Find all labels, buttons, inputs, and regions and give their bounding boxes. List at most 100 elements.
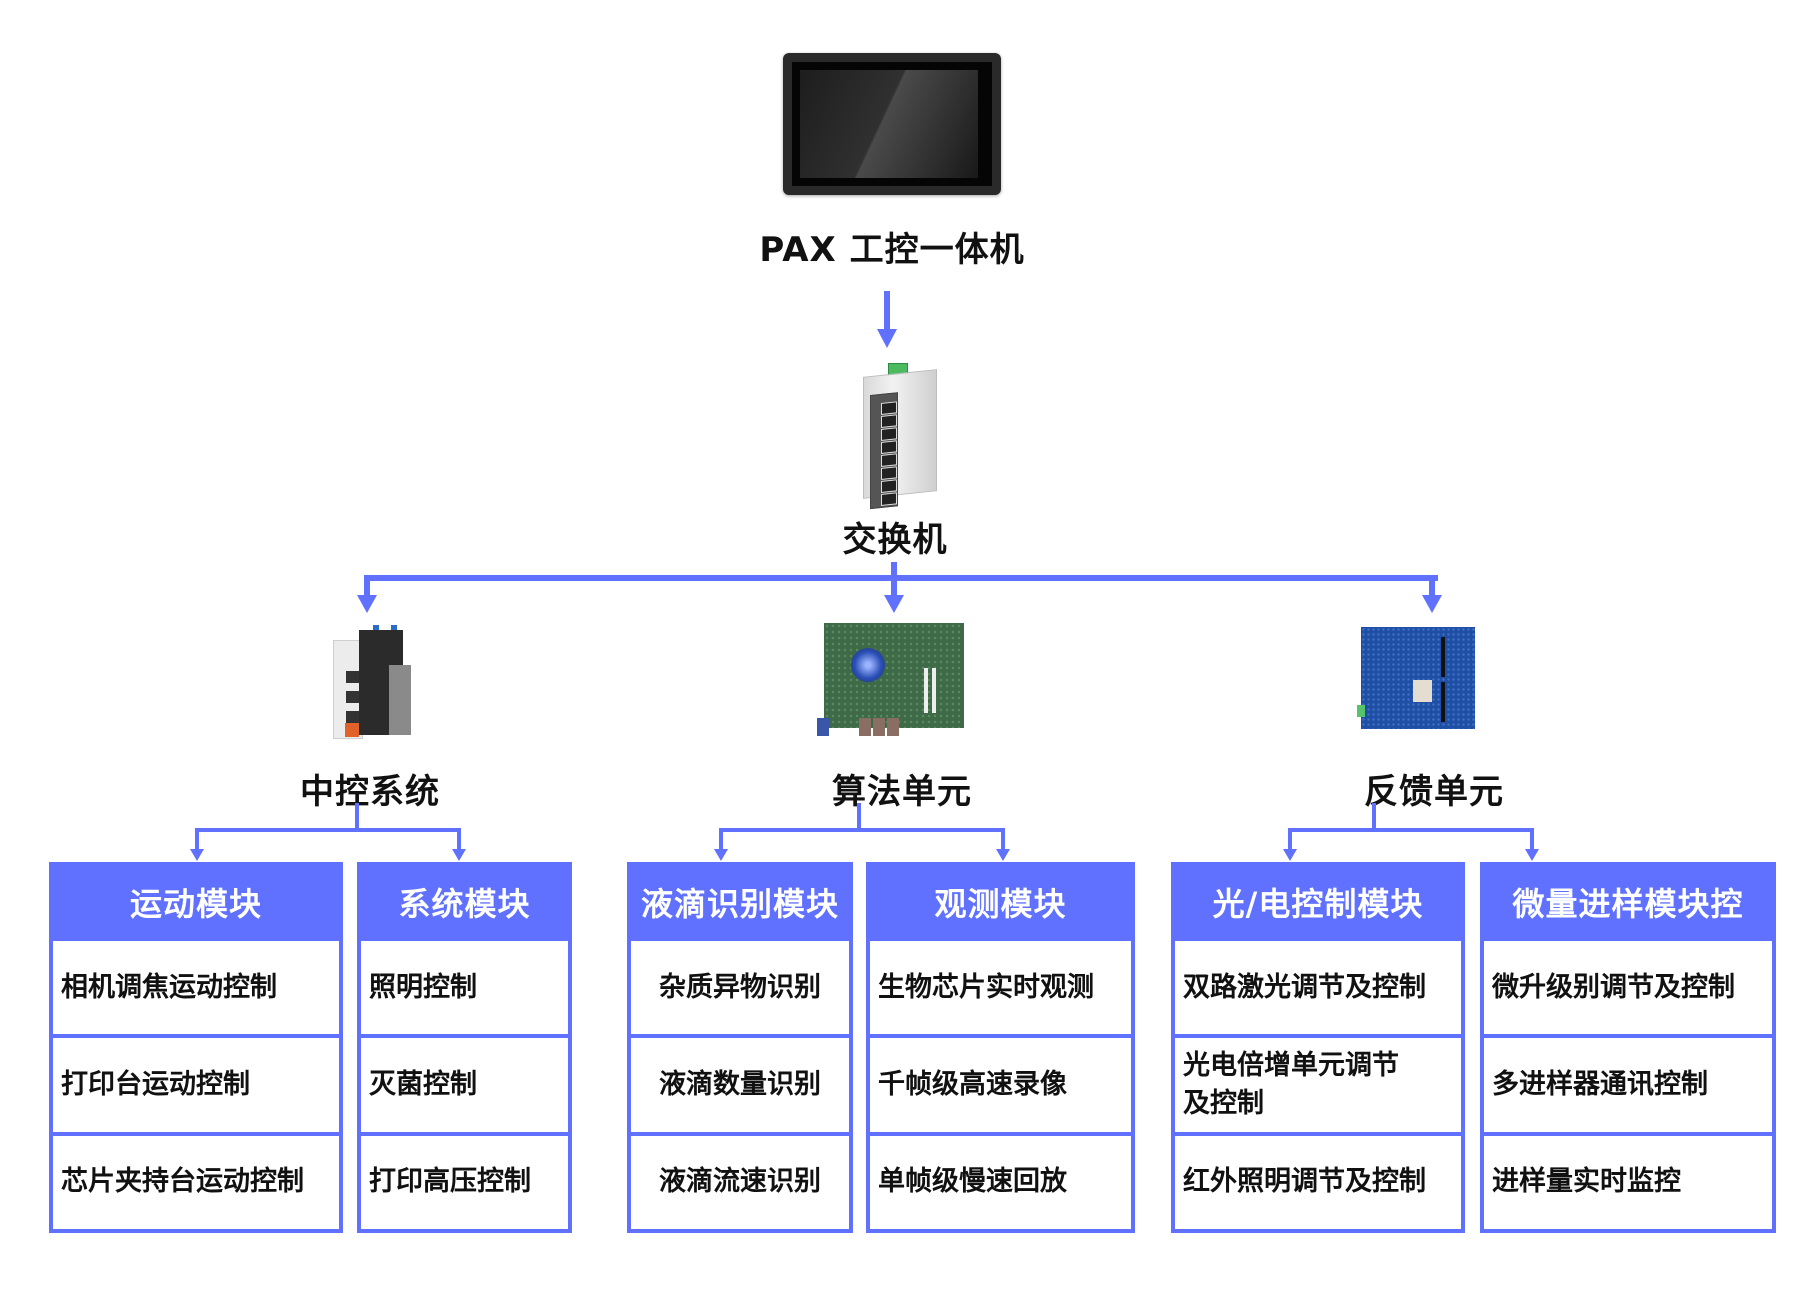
arrow-down-icon [714, 849, 728, 861]
touch-panel-pc-image [783, 53, 1001, 195]
module-item: 红外照明调节及控制 [1175, 1131, 1461, 1229]
io-port [873, 718, 885, 736]
module-header: 光/电控制模块 [1175, 866, 1461, 937]
io-port [887, 718, 899, 736]
connector-line [719, 828, 1005, 832]
module-item: 打印台运动控制 [53, 1034, 339, 1131]
ethernet-port [881, 466, 897, 480]
module-item: 照明控制 [361, 937, 568, 1034]
module-item: 双路激光调节及控制 [1175, 937, 1461, 1034]
connector-line [1429, 575, 1435, 597]
connector-line [457, 828, 461, 850]
monitor-screen [792, 62, 992, 186]
module-item: 液滴流速识别 [631, 1131, 849, 1229]
connector-line [884, 291, 890, 331]
module-item: 多进样器通讯控制 [1484, 1034, 1772, 1131]
connector-line [364, 575, 370, 597]
plc-front-panel [333, 640, 363, 739]
module-photo-electric-control: 光/电控制模块 双路激光调节及控制 光电倍增单元调节 及控制 红外照明调节及控制 [1171, 862, 1465, 1233]
module-item: 生物芯片实时观测 [870, 937, 1131, 1034]
module-item: 光电倍增单元调节 及控制 [1175, 1034, 1461, 1131]
ethernet-port [881, 453, 897, 467]
module-system: 系统模块 照明控制 灭菌控制 打印高压控制 [357, 862, 572, 1233]
plc-power-connector [345, 723, 359, 737]
connector-line [891, 562, 897, 580]
vga-port [817, 718, 829, 736]
board-connector [1441, 682, 1445, 722]
ethernet-port [881, 414, 897, 428]
module-droplet-recognition: 液滴识别模块 杂质异物识别 液滴数量识别 液滴流速识别 [627, 862, 853, 1233]
connector-line [891, 575, 897, 597]
plc-controller-image [333, 625, 411, 739]
unit-label-feedback: 反馈单元 [1364, 772, 1504, 812]
module-item: 千帧级高速录像 [870, 1034, 1131, 1131]
ethernet-port [346, 671, 360, 683]
module-item: 芯片夹持台运动控制 [53, 1131, 339, 1229]
switch-body [863, 369, 937, 510]
arrow-down-icon [884, 595, 904, 613]
ethernet-port [346, 691, 360, 703]
pax-panel-pc-label: PAX 工控一体机 [759, 230, 1025, 270]
module-micro-sampling: 微量进样模块控 微升级别调节及控制 多进样器通讯控制 进样量实时监控 [1480, 862, 1776, 1233]
arrow-down-icon [357, 595, 377, 613]
connector-line [1530, 828, 1534, 850]
plc-latch [373, 625, 379, 631]
unit-label-central-control: 中控系统 [300, 772, 440, 812]
module-item: 杂质异物识别 [631, 937, 849, 1034]
ethernet-port [881, 479, 897, 493]
module-motion: 运动模块 相机调焦运动控制 打印台运动控制 芯片夹持台运动控制 [49, 862, 343, 1233]
module-item: 相机调焦运动控制 [53, 937, 339, 1034]
module-item: 打印高压控制 [361, 1131, 568, 1229]
ethernet-port [881, 427, 897, 441]
io-port [859, 718, 871, 736]
motherboard-image [817, 623, 964, 741]
arrow-down-icon [452, 849, 466, 861]
arrow-down-icon [877, 329, 897, 348]
ethernet-port [346, 711, 360, 723]
arrow-down-icon [1283, 849, 1297, 861]
connector-line [195, 828, 199, 850]
module-header: 观测模块 [870, 866, 1131, 937]
monitor-bezel [792, 62, 992, 186]
plc-latch [391, 625, 397, 631]
motherboard-pcb [824, 623, 964, 728]
fpga-pcb [1361, 627, 1475, 729]
fpga-chip [1413, 680, 1432, 702]
connector-line [355, 803, 359, 832]
industrial-ethernet-switch-image [853, 363, 938, 510]
connector-line [857, 803, 861, 832]
connector-line [1001, 828, 1005, 850]
ethernet-port [881, 492, 897, 506]
pci-slot [932, 668, 936, 713]
module-header: 液滴识别模块 [631, 866, 849, 937]
arrow-down-icon [190, 849, 204, 861]
unit-label-algorithm: 算法单元 [832, 772, 972, 812]
module-observation: 观测模块 生物芯片实时观测 千帧级高速录像 单帧级慢速回放 [866, 862, 1135, 1233]
arrow-down-icon [996, 849, 1010, 861]
module-item: 进样量实时监控 [1484, 1131, 1772, 1229]
arrow-down-icon [1422, 595, 1442, 613]
module-header: 系统模块 [361, 866, 568, 937]
connector-line [195, 828, 461, 832]
module-item: 灭菌控制 [361, 1034, 568, 1131]
ethernet-port [881, 440, 897, 454]
module-item: 液滴数量识别 [631, 1034, 849, 1131]
cpu-fan [851, 648, 885, 682]
module-item: 单帧级慢速回放 [870, 1131, 1131, 1229]
bus-line [364, 575, 1438, 581]
connector-line [1288, 828, 1292, 850]
board-connector [1441, 637, 1445, 677]
arrow-down-icon [1525, 849, 1539, 861]
connector-line [1372, 803, 1376, 832]
terminal-block [1357, 705, 1365, 717]
module-header: 微量进样模块控 [1484, 866, 1772, 937]
pci-slot [924, 668, 928, 713]
module-header: 运动模块 [53, 866, 339, 937]
ethernet-port [881, 401, 897, 415]
module-item: 微升级别调节及控制 [1484, 937, 1772, 1034]
connector-line [1288, 828, 1534, 832]
connector-line [719, 828, 723, 850]
fpga-board-image [1357, 627, 1475, 731]
switch-port-panel [870, 392, 898, 510]
switch-label: 交换机 [842, 520, 948, 560]
